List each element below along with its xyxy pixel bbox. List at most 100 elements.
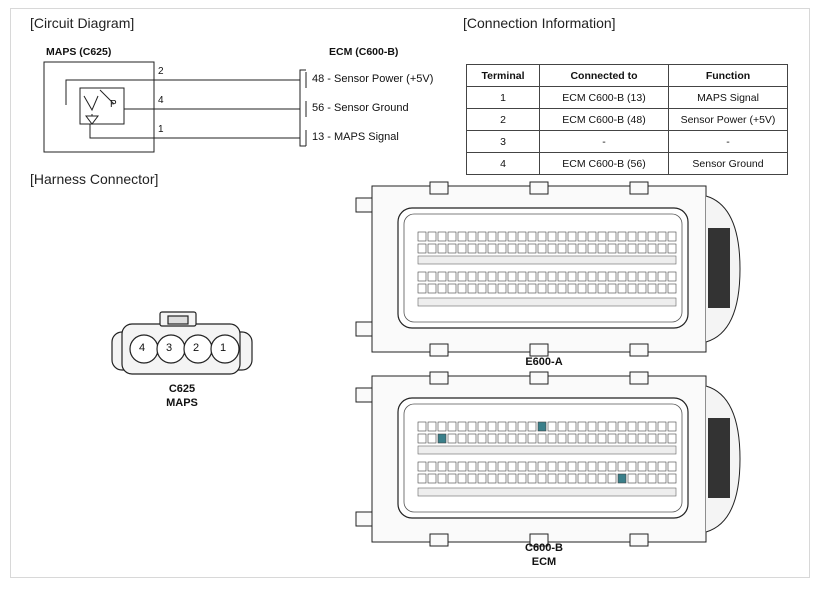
ecm-pin [597,461,607,472]
ecm-pin [417,271,427,282]
ecm-pin [527,243,537,254]
ecm-pin [437,271,447,282]
ecm-pin [557,461,567,472]
ecm-pin [497,421,507,432]
ecm-pin [647,421,657,432]
ecm-pin [567,421,577,432]
ecm-pin [607,243,617,254]
ecm-pin [567,473,577,484]
ecm-pin [477,461,487,472]
ecm-pin [597,421,607,432]
ecm-pin [447,283,457,294]
ecm-pin [447,231,457,242]
ecm-pin [467,231,477,242]
ecm-pin [547,243,557,254]
ecm-pin [427,231,437,242]
ecm-pin [647,271,657,282]
maps-sensor-label: MAPS (C625) [46,46,112,58]
c625-caption: C625 [168,383,196,395]
ecm-pin [587,283,597,294]
ecm-pin [637,433,647,444]
ecm-pin [417,421,427,432]
ecm-pin [567,271,577,282]
ecm-pin [517,283,527,294]
ecm-pin [567,243,577,254]
ecm-pin [657,473,667,484]
ecm-pin [427,421,437,432]
ecm-pin [517,271,527,282]
ecm-pin [607,271,617,282]
ecm-pin [417,461,427,472]
ecm-pin [597,283,607,294]
ecm-pin [447,243,457,254]
ecm-pin [477,231,487,242]
ecm-pin [457,231,467,242]
ecm-pin [557,473,567,484]
ecm-pin [537,231,547,242]
ecm-pin [427,433,437,444]
ecm-pin [507,231,517,242]
e600a-connector [355,181,741,357]
ecm-pin [657,461,667,472]
ecm-pin [577,433,587,444]
ecm-pin [497,461,507,472]
ecm-pin [477,473,487,484]
ecm-pin [447,433,457,444]
ecm-pin [647,231,657,242]
ecm-pin [587,473,597,484]
ecm-pin [597,433,607,444]
sensor-pin-4: 4 [158,95,164,106]
ecm-pin [557,243,567,254]
sensor-symbol [79,87,125,125]
ecm-pin [547,283,557,294]
ecm-pin [657,421,667,432]
ecm-pin [457,283,467,294]
ecm-pin [487,271,497,282]
ecm-pin [437,433,447,444]
ecm-pin [517,461,527,472]
ecm-pin [597,231,607,242]
ecm-pin [487,231,497,242]
ecm-pin [527,421,537,432]
ecm-pin [657,433,667,444]
ecm-pin [567,231,577,242]
ecm-pin [437,473,447,484]
ecm-pin [587,433,597,444]
ecm-pin [667,421,677,432]
c625-pin-1: 1 [220,342,227,354]
ecm-pin [607,421,617,432]
ecm-pin [487,283,497,294]
ecm-pin [627,433,637,444]
ecm-pin [627,231,637,242]
ecm-pin [517,243,527,254]
table-row: 3 - - [466,130,788,153]
c600b-connector [355,371,741,547]
ecm-pin [627,283,637,294]
ecm-pin [597,271,607,282]
ecm-pin [427,283,437,294]
table-cell: Sensor Ground [668,152,788,175]
ecm-pin [667,271,677,282]
ecm-pin [657,283,667,294]
ecm-pin [577,283,587,294]
ecm-pin [587,243,597,254]
ecm-pin [427,461,437,472]
ecm-pin [507,271,517,282]
ecm-pin [577,473,587,484]
ecm-label: ECM (C600-B) [329,46,399,58]
ecm-pin [457,243,467,254]
ecm-pin [557,271,567,282]
wire-sensor-power [65,79,300,105]
ecm-bracket [299,69,306,147]
ecm-pin [557,283,567,294]
ecm-pin [617,231,627,242]
ecm-pin [607,283,617,294]
ecm-pin [627,243,637,254]
ecm-pin [527,231,537,242]
ecm-pin [537,283,547,294]
ecm-pin [617,283,627,294]
ecm-pin [437,231,447,242]
wire-maps-signal [89,124,300,139]
ecm-pin [637,271,647,282]
table-cell: ECM C600-B (56) [539,152,669,175]
